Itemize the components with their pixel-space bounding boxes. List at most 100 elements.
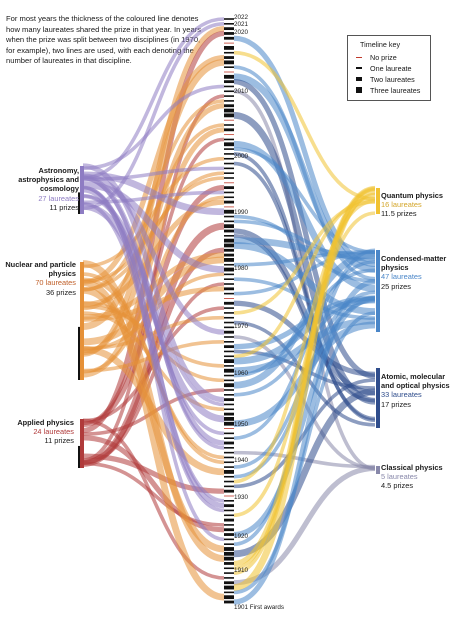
- flow-line: [82, 279, 225, 601]
- discipline-prizes: 11 prizes: [49, 202, 79, 212]
- discipline-condensed-matter: Condensed-matter physics 47 laureates 25…: [381, 254, 453, 291]
- year-tick: [224, 437, 234, 439]
- year-tick: [224, 71, 234, 73]
- year-tick: [224, 238, 234, 243]
- year-tick: [224, 591, 234, 594]
- discipline-atomic: Atomic, molecular and optical physics 33…: [381, 372, 453, 409]
- year-tick: [224, 148, 234, 150]
- year-tick: [224, 509, 234, 512]
- year-tick: [224, 374, 234, 377]
- year-tick: [224, 220, 234, 223]
- one-laureate-swatch: [356, 67, 362, 69]
- year-tick: [224, 538, 234, 541]
- key-label: Two laureates: [370, 75, 415, 84]
- year-tick: [224, 235, 234, 237]
- year-label: 1920: [234, 533, 249, 540]
- year-label: 1901 First awards: [234, 604, 285, 611]
- year-tick: [224, 172, 234, 174]
- year-tick: [224, 470, 234, 474]
- discipline-laureates: 47 laureates: [381, 272, 422, 282]
- flow-line: [82, 176, 225, 450]
- year-tick: [224, 66, 234, 68]
- flow-lines: [82, 17, 376, 605]
- flow-line: [82, 315, 225, 351]
- year-tick: [224, 330, 234, 334]
- flow-line: [82, 163, 225, 403]
- timeline: [224, 18, 234, 604]
- year-tick: [224, 215, 234, 218]
- year-tick: [224, 514, 234, 517]
- year-label: 2020: [234, 29, 249, 36]
- year-tick: [224, 301, 234, 305]
- discipline-name: Condensed-matter physics: [381, 254, 447, 273]
- discipline-bar: [376, 368, 380, 428]
- year-tick: [224, 398, 234, 402]
- year-tick: [224, 365, 234, 367]
- year-tick: [224, 100, 234, 102]
- year-tick: [224, 355, 234, 358]
- year-tick: [224, 263, 234, 266]
- year-tick: [224, 119, 234, 121]
- discipline-nuclear: Nuclear and particle physics 70 laureate…: [2, 260, 76, 297]
- year-tick: [224, 196, 234, 199]
- year-label: 1990: [234, 209, 249, 216]
- discipline-name: Astronomy, astrophysics and cosmology: [18, 166, 79, 194]
- year-tick: [224, 551, 234, 556]
- year-tick: [224, 312, 234, 314]
- year-tick: [224, 456, 234, 459]
- discipline-laureates: 27 laureates: [38, 193, 79, 203]
- year-tick: [224, 600, 234, 604]
- discipline-bar: [376, 466, 380, 474]
- discipline-name: Classical physics: [381, 463, 443, 472]
- discipline-prizes: 11.5 prizes: [381, 209, 417, 219]
- year-tick: [224, 18, 234, 20]
- year-label: 1980: [234, 265, 249, 272]
- year-tick: [224, 441, 234, 445]
- year-tick: [224, 182, 234, 184]
- year-tick: [224, 326, 234, 329]
- flow-line: [82, 84, 225, 171]
- year-tick: [224, 428, 234, 429]
- discipline-prizes: 11 prizes: [44, 436, 74, 446]
- flow-line: [82, 185, 225, 542]
- year-tick: [224, 42, 234, 44]
- year-label: 1970: [234, 323, 249, 330]
- year-tick: [224, 224, 234, 229]
- year-tick: [224, 581, 234, 585]
- year-tick: [224, 95, 234, 97]
- year-tick: [224, 248, 234, 252]
- discipline-bar: [376, 250, 380, 332]
- discipline-bar: [80, 419, 84, 468]
- year-tick: [224, 191, 234, 194]
- year-tick: [224, 23, 234, 25]
- discipline-name: Applied physics: [17, 418, 74, 427]
- year-tick: [224, 466, 234, 468]
- discipline-laureates: 5 laureates: [381, 472, 418, 482]
- year-tick: [224, 56, 234, 59]
- discipline-prizes: 4.5 prizes: [381, 481, 414, 491]
- intro-text: For most years the thickness of the colo…: [6, 14, 202, 66]
- year-tick: [224, 186, 234, 190]
- flow-line: [233, 250, 376, 389]
- year-tick: [224, 153, 234, 155]
- year-tick: [224, 585, 234, 590]
- year-tick: [224, 475, 234, 478]
- discipline-bar: [80, 262, 84, 380]
- year-tick: [224, 336, 234, 338]
- flow-line: [233, 277, 376, 320]
- year-tick: [224, 80, 234, 84]
- key-row-one: One laureate: [356, 64, 428, 74]
- year-tick: [224, 258, 234, 262]
- three-laureates-swatch: [356, 87, 362, 93]
- year-tick: [224, 547, 234, 551]
- year-tick: [224, 177, 234, 179]
- flow-line: [233, 161, 376, 421]
- year-tick: [224, 90, 234, 93]
- year-tick: [224, 359, 234, 363]
- discipline-bar: [80, 166, 84, 214]
- year-tick: [224, 556, 234, 561]
- flow-line: [233, 50, 376, 201]
- key-label: One laureate: [370, 64, 412, 73]
- year-tick: [224, 287, 234, 291]
